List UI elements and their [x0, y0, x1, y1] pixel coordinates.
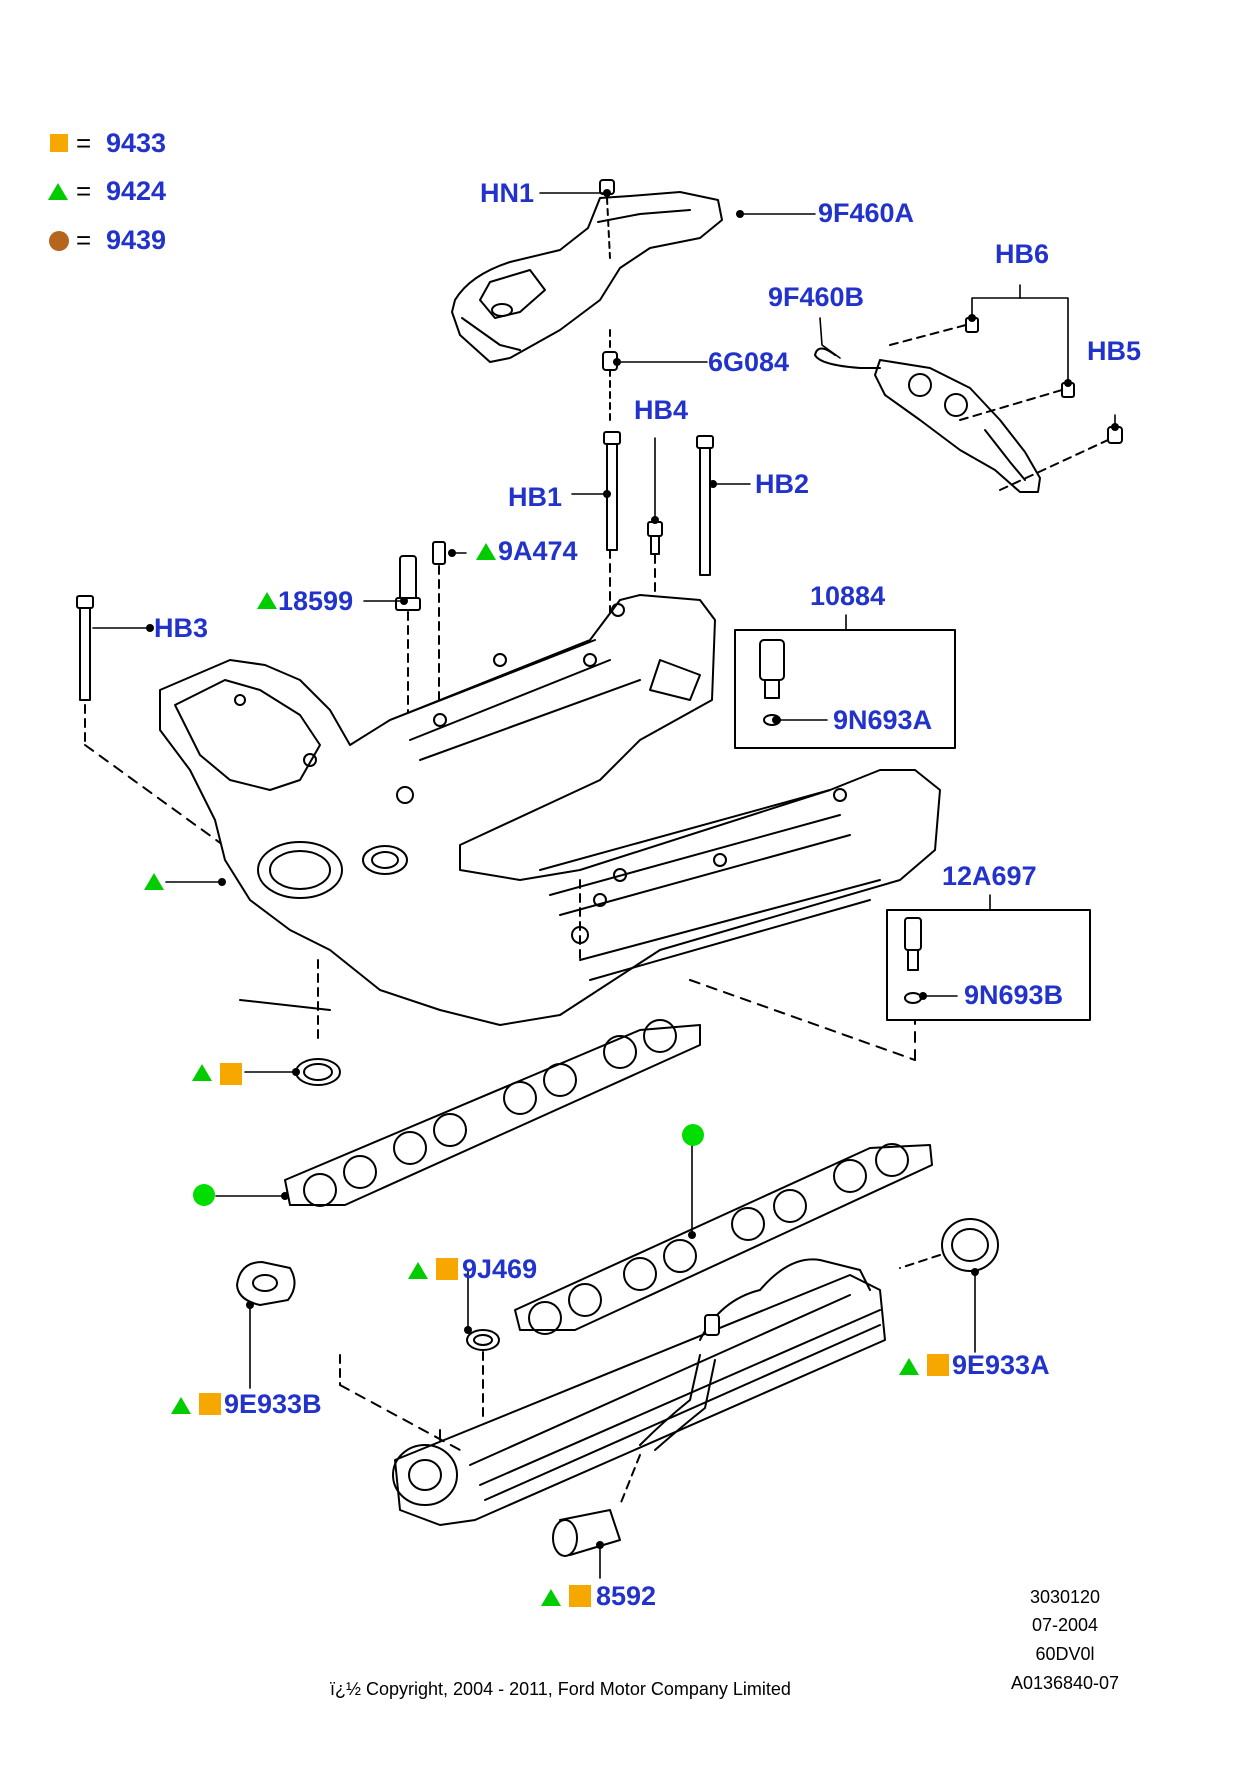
legend-equals: = [76, 128, 92, 158]
legend-equals: = [76, 176, 92, 206]
callout-9e933a: 9E933A [952, 1350, 1050, 1380]
egr-cooler [392, 1258, 886, 1526]
callout-hb3: HB3 [154, 613, 209, 643]
callout-9f460b: 9F460B [768, 282, 865, 312]
square-marker-icon [927, 1354, 949, 1376]
circle-marker-icon [682, 1124, 704, 1146]
callout-9n693a: 9N693A [833, 705, 933, 735]
callout-9f460a: 9F460A [818, 198, 915, 228]
callout-9e933b: 9E933B [224, 1389, 322, 1419]
callout-hn1: HN1 [480, 178, 535, 208]
copyright-notice: ï¿½ Copyright, 2004 - 2011, Ford Motor C… [330, 1679, 791, 1699]
callout-8592: 8592 [596, 1581, 657, 1611]
square-marker-icon [569, 1585, 591, 1607]
triangle-marker-icon [408, 1262, 428, 1279]
triangle-symbol-icon [48, 183, 68, 200]
callout-hb6: HB6 [995, 239, 1050, 269]
callout-9n693b: 9N693B [964, 980, 1064, 1010]
callout-9j469: 9J469 [462, 1254, 538, 1284]
callout-12a697: 12A697 [942, 861, 1037, 891]
triangle-marker-icon [171, 1397, 191, 1414]
heat-shield-9f460b [814, 347, 1041, 493]
triangle-marker-icon [257, 592, 277, 609]
legend-code-triangle: 9424 [106, 176, 167, 206]
square-marker-icon [220, 1063, 242, 1085]
triangle-marker-icon [541, 1589, 561, 1606]
square-symbol-icon [50, 134, 68, 152]
callout-6g084: 6G084 [708, 347, 790, 377]
square-marker-icon [199, 1393, 221, 1415]
heat-shield-9f460a [451, 191, 723, 363]
manifold-gasket-lower [514, 1143, 933, 1335]
callout-hb5: HB5 [1087, 336, 1142, 366]
triangle-marker-icon [899, 1358, 919, 1375]
callout-hb4: HB4 [634, 395, 689, 425]
manifold-gasket-upper [284, 1019, 701, 1207]
reference-line-4: A0136840-07 [1010, 1673, 1120, 1693]
callout-18599: 18599 [278, 586, 354, 616]
triangle-marker-icon [144, 873, 164, 890]
legend-code-square: 9433 [106, 128, 167, 158]
circle-symbol-icon [49, 231, 69, 251]
callout-hb1: HB1 [508, 482, 563, 512]
callout-hb2: HB2 [755, 469, 810, 499]
callout-10884: 10884 [810, 581, 886, 611]
reference-line-3: 60DV0l [1035, 1644, 1095, 1664]
square-marker-icon [436, 1258, 458, 1280]
legend-code-circle: 9439 [106, 225, 167, 255]
reference-line-2: 07-2004 [1031, 1615, 1099, 1635]
reference-line-1: 3030120 [1029, 1587, 1101, 1607]
circle-marker-icon [193, 1184, 215, 1206]
callout-9a474: 9A474 [498, 536, 578, 566]
legend-equals: = [76, 225, 92, 255]
intake-manifold [159, 594, 941, 1026]
triangle-marker-icon [476, 543, 496, 560]
triangle-marker-icon [192, 1064, 212, 1081]
